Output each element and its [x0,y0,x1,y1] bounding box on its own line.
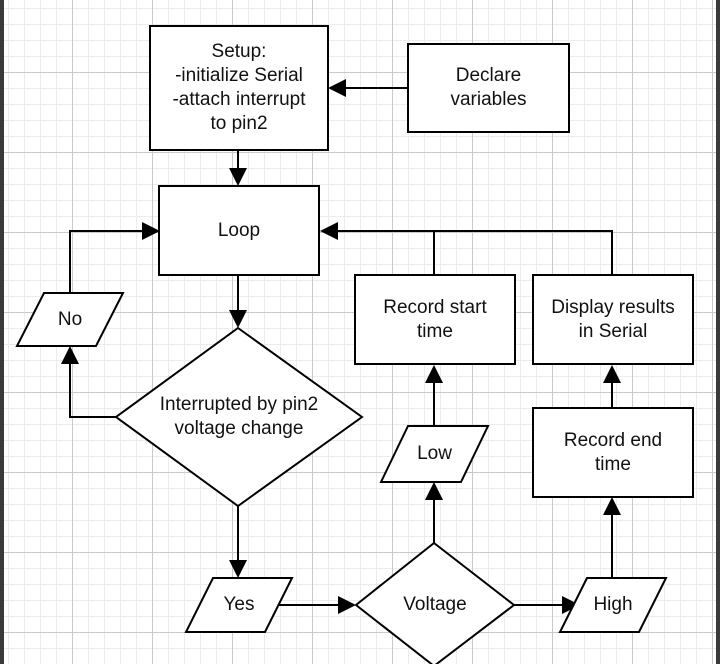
right-border [716,0,720,664]
record-start-box [354,274,516,365]
high-parallelogram [558,577,668,633]
arrowhead-into-record-end [603,497,621,515]
arrowhead-into-setup [328,79,346,97]
edge-decision-to-no [69,364,116,418]
arrowhead-into-record-start [425,365,443,383]
edge-no-to-loop [69,230,142,293]
arrowhead-into-yes [229,560,247,578]
voltage-decision-diamond [354,541,516,664]
arrowhead-into-loop-right [320,222,338,240]
shapes [15,25,694,664]
edge-display-to-loop [338,230,613,275]
arrowhead-into-no [61,346,79,364]
arrowhead-into-loop-left [142,222,160,240]
yes-parallelogram [184,577,294,633]
interrupted-decision-diamond [114,326,364,508]
left-border [0,0,4,664]
connectors [61,79,621,614]
low-parallelogram [379,425,490,483]
display-results-box [532,274,694,365]
arrowhead-into-loop-top [229,168,247,186]
setup-box [149,25,329,151]
arrowhead-into-decision [229,310,247,328]
arrowhead-into-display [603,365,621,383]
declare-box [407,43,570,133]
loop-box [158,185,320,276]
arrowhead-into-low [425,482,443,500]
no-parallelogram [15,292,125,347]
arrowhead-into-high [562,596,580,614]
record-end-box [532,407,694,498]
arrowhead-into-voltage [338,596,356,614]
